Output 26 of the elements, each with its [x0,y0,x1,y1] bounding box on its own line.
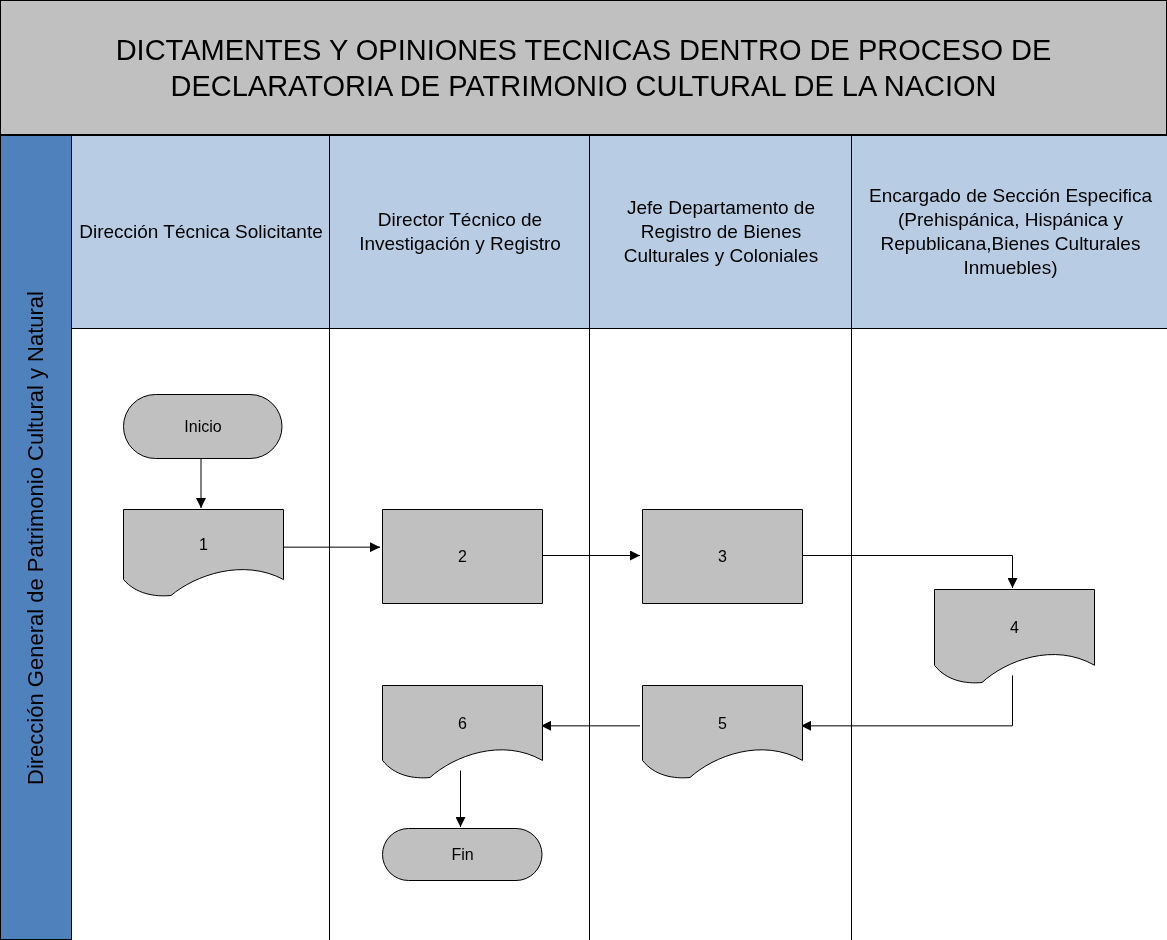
title-banner: DICTAMENTES Y OPINIONES TECNICAS DENTRO DE PROCESO DE DECLARATORIA DE PATRIMONIO CULTURAL DE LA NACION [0,0,1167,135]
arrow [455,770,466,828]
terminator-shape: Fin [382,828,543,881]
arrow [281,542,381,553]
lane-header: Jefe Departamento de Registro de Bienes Culturales y Coloniales [590,136,852,329]
document-shape: 4 [934,589,1095,683]
document-shape: 5 [642,685,803,778]
swimlane-pool [0,135,1167,940]
arrow [196,457,206,509]
document-shape: 6 [382,685,543,778]
swimlane [851,136,1167,940]
arrow [800,555,1018,589]
document-shape: 1 [123,509,284,596]
lane-header: Director Técnico de Investigación y Registro [330,136,590,329]
pool-label: Dirección General de Patrimonio Cultural y Natural [22,290,49,788]
arrow [540,720,641,731]
process-box: 2 [382,509,543,604]
arrow [540,550,641,561]
swimlane [71,136,329,940]
swimlane [589,136,851,940]
lane-header: Dirección Técnica Solicitante [72,136,330,329]
process-box: 3 [642,509,803,604]
arrow [800,674,1013,731]
terminator-shape: Inicio [123,394,283,459]
swimlane [329,136,589,940]
lane-header: Encargado de Sección Especifica (Prehispánica, Hispánica y Republicana,Bienes Culturales Inmuebles) [852,136,1167,329]
